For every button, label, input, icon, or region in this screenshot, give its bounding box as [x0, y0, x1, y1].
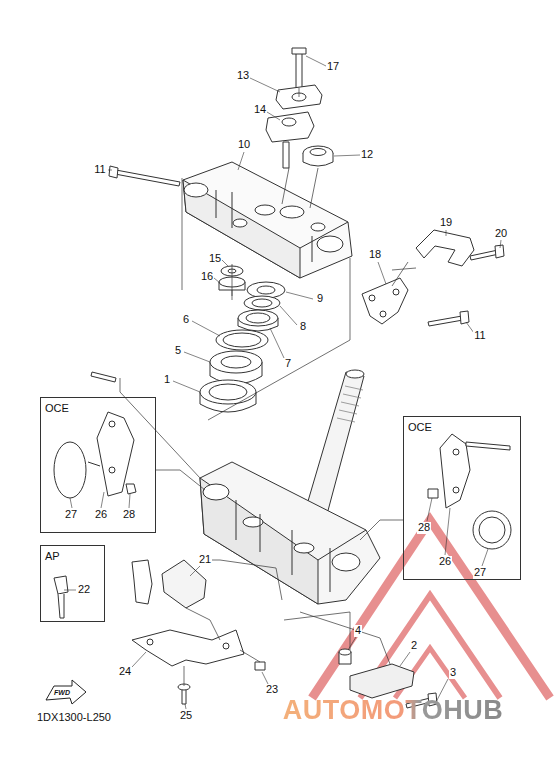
option-box: OCE	[403, 416, 521, 580]
direction-mark: FWD	[53, 689, 71, 696]
watermark: AUTOMOTOHUB	[283, 696, 504, 724]
callout-number: 2	[410, 640, 418, 652]
callout-number: 27	[473, 567, 487, 579]
callout-number: 23	[265, 684, 279, 696]
diagram-code: 1DX1300-L250	[36, 712, 112, 724]
box-heading: OCE	[41, 399, 73, 417]
callout-number: 5	[174, 345, 182, 357]
callout-number: 28	[417, 522, 431, 534]
callout-number: 9	[316, 293, 324, 305]
callout-number: 27	[64, 509, 78, 521]
callout-number: 7	[284, 358, 292, 370]
callout-number: 1	[163, 374, 171, 386]
callout-number: 28	[122, 509, 136, 521]
callout-number: 14	[253, 104, 267, 116]
leader-lines	[64, 56, 501, 709]
callout-number: 12	[360, 149, 374, 161]
callout-number: 22	[77, 584, 91, 596]
callout-number: 21	[198, 554, 212, 566]
callout-number: 16	[200, 271, 214, 283]
callout-number: 13	[236, 70, 250, 82]
callout-number: 18	[368, 249, 382, 261]
callout-number: 3	[449, 667, 457, 679]
callout-number: 17	[326, 61, 340, 73]
callout-number: 15	[208, 253, 222, 265]
callout-number: 26	[438, 556, 452, 568]
callout-number: 25	[179, 710, 193, 722]
callout-number: 10	[237, 139, 251, 151]
callout-number: 6	[182, 314, 190, 326]
box-heading: AP	[41, 547, 64, 565]
callout-number: 20	[494, 228, 508, 240]
callout-number: 11	[473, 330, 486, 342]
callout-number: 19	[439, 217, 453, 229]
callout-number: 26	[94, 509, 108, 521]
callout-number: 8	[299, 321, 307, 333]
callout-number: 24	[118, 666, 132, 678]
option-box: AP	[40, 545, 105, 622]
callout-number: 11	[93, 164, 106, 176]
callout-number: 4	[354, 625, 362, 637]
box-heading: OCE	[404, 418, 436, 436]
